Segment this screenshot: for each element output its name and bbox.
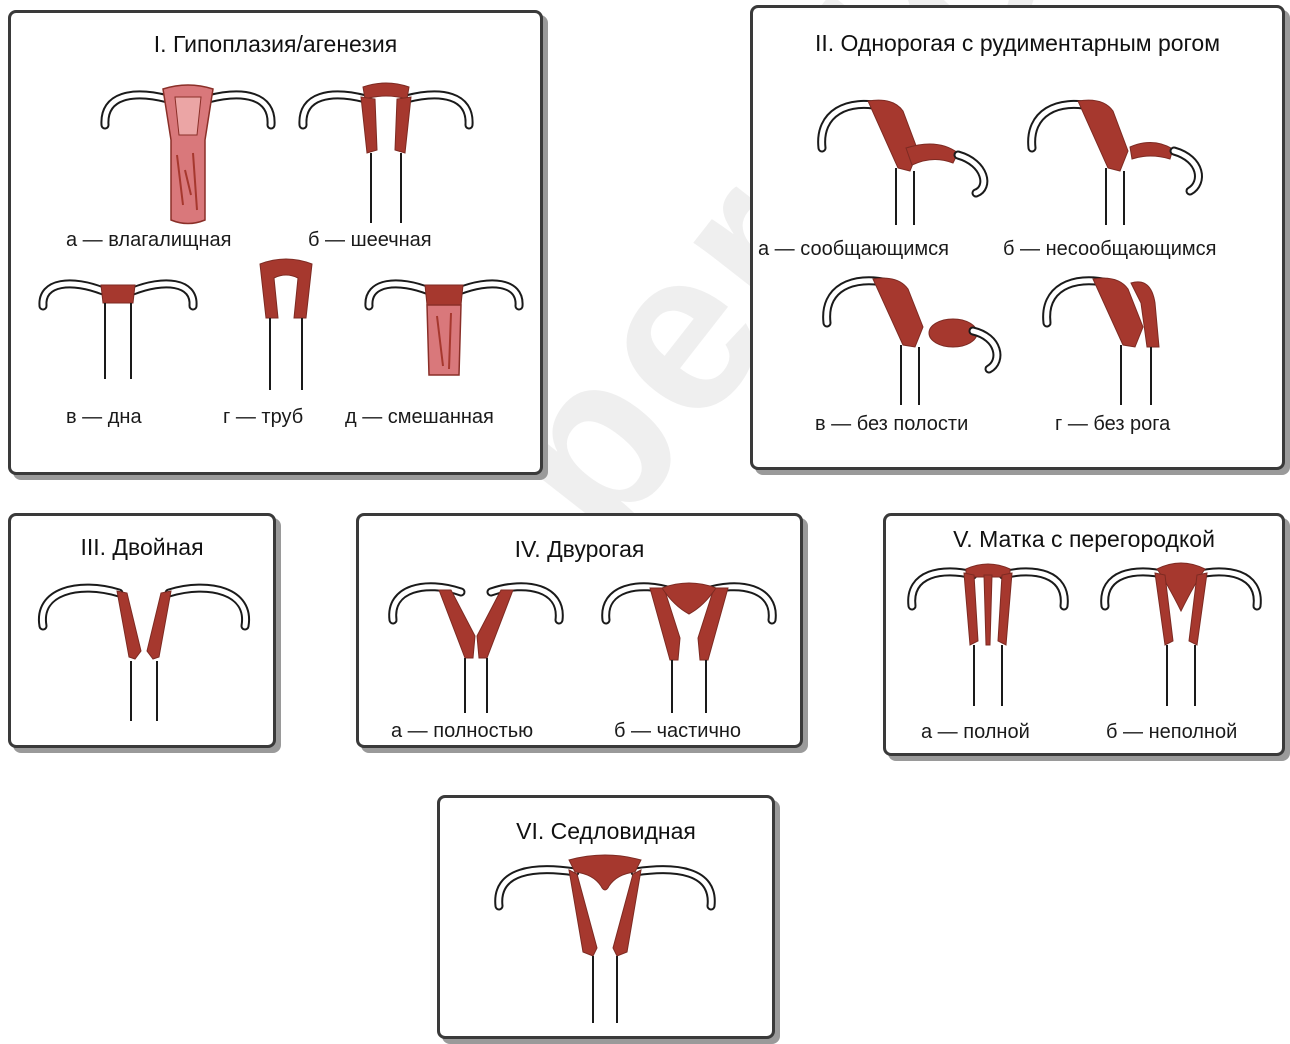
panel-bicornuate: IV. Двурогая а — полностью б — частично [356, 513, 803, 748]
uterus-fundal-hypoplasia [33, 271, 203, 391]
uterus-septate-incomplete [1091, 561, 1271, 711]
uterus-mixed-hypoplasia [359, 271, 529, 391]
uterus-bicornuate-partial [594, 578, 784, 718]
uterus-arcuate [485, 848, 725, 1028]
panel-hypoplasia: I. Гипоплазия/агенезия а — влагалищная б… [8, 10, 543, 475]
uterus-cervical-hypoplasia [291, 75, 481, 235]
uterus-horn-without-cavity [813, 273, 1013, 413]
panel-title: III. Двойная [11, 534, 273, 561]
caption-cervical: б — шеечная [308, 229, 432, 252]
panel-title: I. Гипоплазия/агенезия [11, 31, 540, 58]
caption-tubal: г — труб [223, 406, 303, 429]
uterus-communicating-horn [808, 93, 1008, 233]
uterus-tubal-hypoplasia [246, 258, 326, 398]
caption-no-cavity: в — без полости [815, 413, 968, 436]
panel-title: V. Матка с перегородкой [886, 526, 1282, 553]
caption-partial: б — частично [614, 720, 741, 743]
panel-title: VI. Седловидная [440, 818, 772, 845]
uterus-bicornuate-complete [381, 578, 571, 718]
caption-noncommunicating: б — несообщающимся [1003, 238, 1216, 261]
caption-fundal: в — дна [66, 406, 142, 429]
panel-title: II. Однорогая с рудиментарным рогом [753, 30, 1282, 57]
uterus-didelphys [29, 581, 259, 731]
panel-septate: V. Матка с перегородкой а — полной б — н… [883, 513, 1285, 756]
caption-communicating: а — сообщающимся [758, 238, 949, 261]
caption-mixed: д — смешанная [345, 406, 494, 429]
caption-septate-incomplete: б — неполной [1106, 721, 1237, 744]
uterus-without-horn [1033, 273, 1203, 413]
panel-didelphys: III. Двойная [8, 513, 276, 748]
caption-vaginal: а — влагалищная [66, 229, 231, 252]
panel-unicornuate: II. Однорогая с рудиментарным рогом а — … [750, 5, 1285, 470]
uterus-vaginal-hypoplasia [93, 75, 283, 235]
uterus-noncommunicating-horn [1018, 93, 1218, 233]
panel-title: IV. Двурогая [359, 536, 800, 563]
caption-complete: а — полностью [391, 720, 533, 743]
caption-septate-complete: а — полной [921, 721, 1030, 744]
caption-no-horn: г — без рога [1055, 413, 1170, 436]
uterus-septate-complete [898, 561, 1078, 711]
panel-arcuate: VI. Седловидная [437, 795, 775, 1039]
